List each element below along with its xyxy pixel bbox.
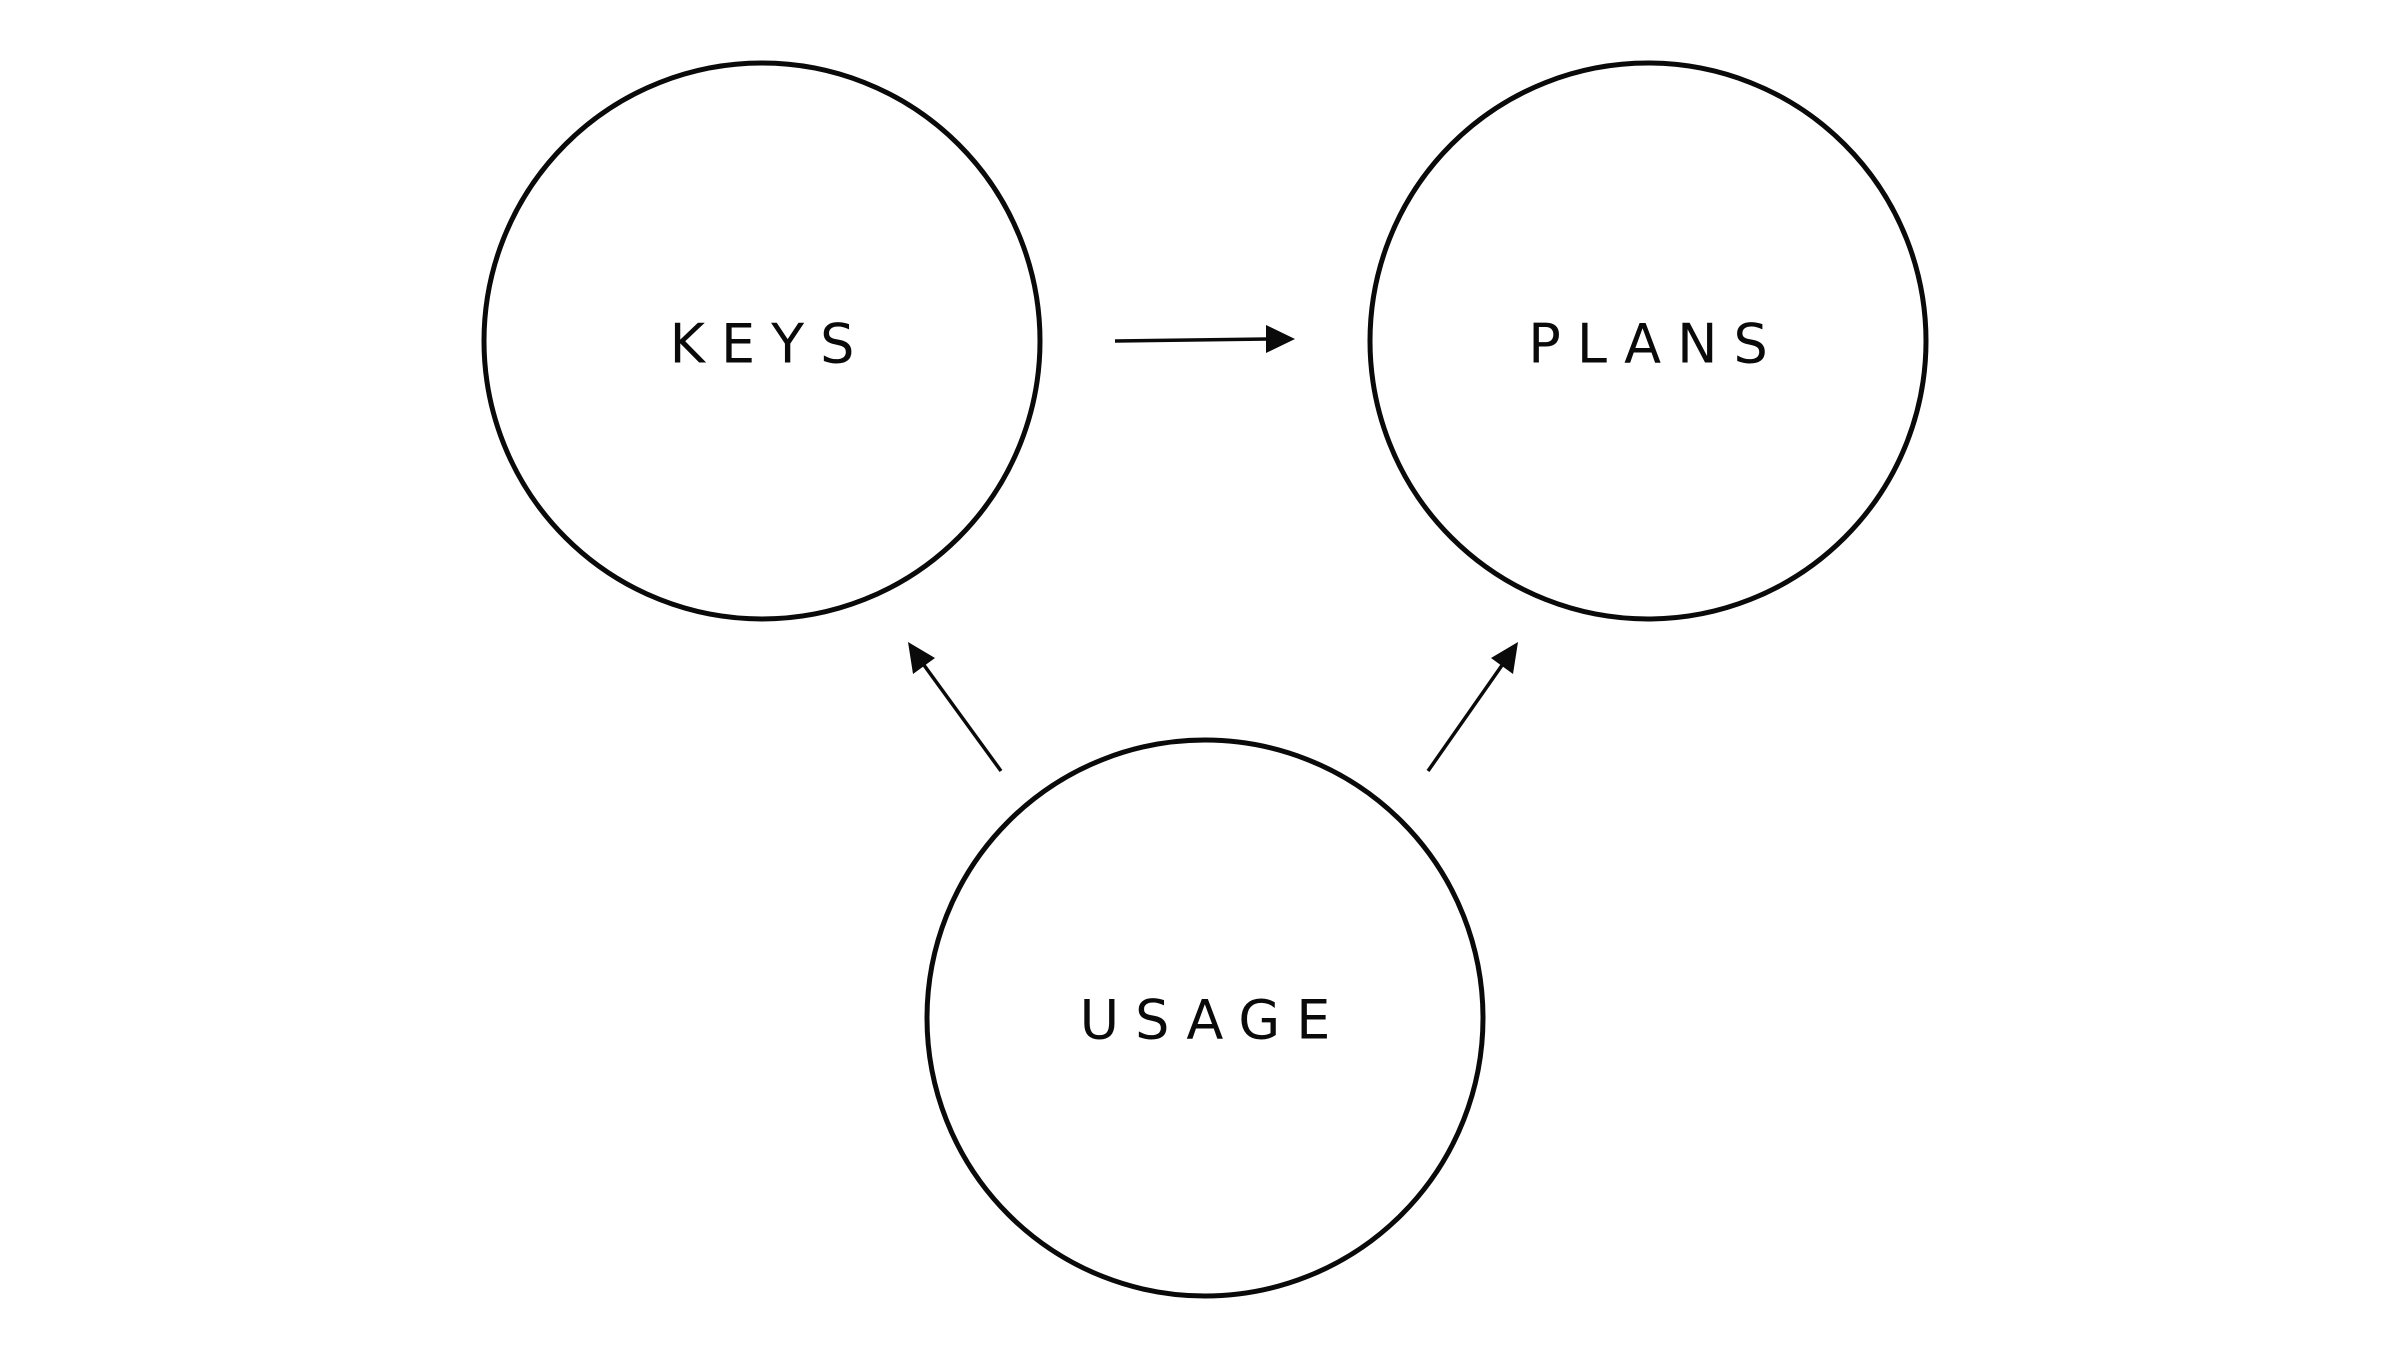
node-plans-circle [1367,60,1929,622]
edge-keys-to-plans-arrowhead [1266,325,1295,353]
edge-usage-to-keys-arrowhead [908,642,935,674]
edge-keys-to-plans [1114,325,1295,353]
node-usage-label: USAGE [1080,989,1347,1052]
edge-keys-to-plans-line [1114,337,1269,343]
node-keys: KEYS [481,60,1043,622]
node-keys-label: KEYS [670,313,871,376]
node-usage: USAGE [924,737,1486,1299]
node-usage-circle [924,737,1486,1299]
edge-usage-to-keys-line [919,659,1003,773]
edge-usage-to-plans-arrowhead [1491,642,1518,674]
edge-usage-to-plans [1426,642,1518,773]
edge-usage-to-keys [908,642,1003,773]
node-keys-circle [481,60,1043,622]
edge-usage-to-plans-line [1426,659,1507,773]
node-plans: PLANS [1367,60,1929,622]
node-plans-label: PLANS [1528,313,1784,376]
